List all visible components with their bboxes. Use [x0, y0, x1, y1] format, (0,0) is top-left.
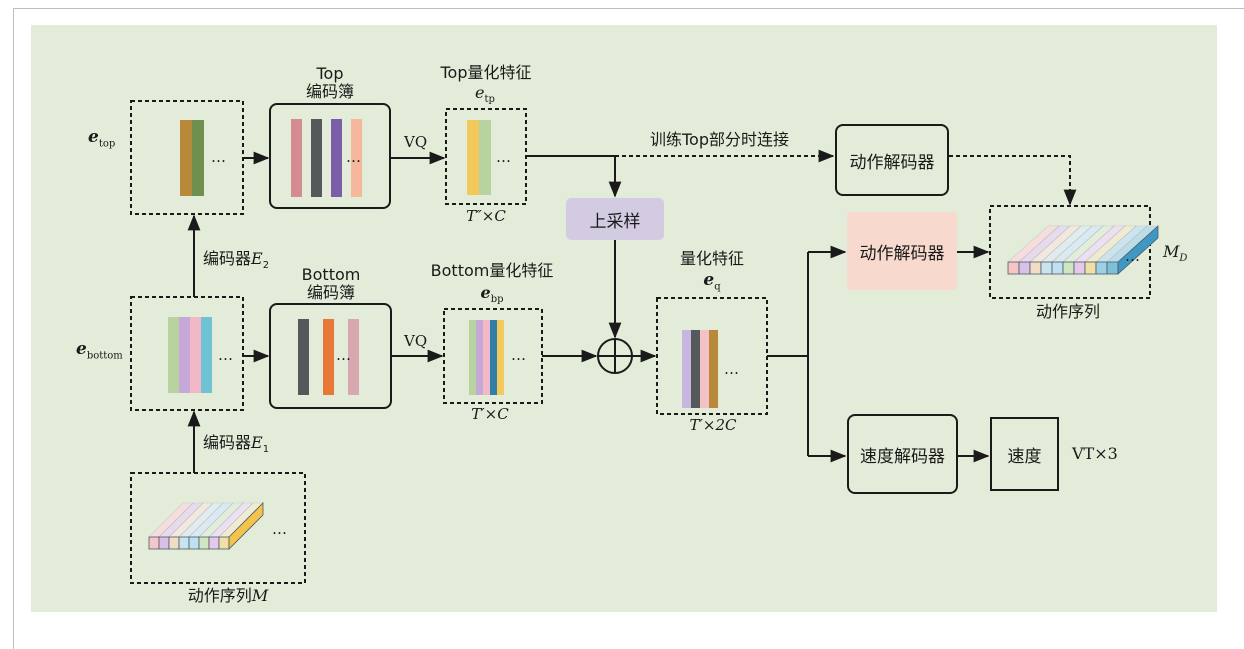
e-bp-label: ebp [481, 284, 504, 309]
e-bottom-bar-4 [201, 317, 212, 393]
top-codebook-box [270, 104, 390, 208]
speed-block: 速度 [990, 417, 1059, 491]
ellipsis-top-codebook: … [346, 148, 361, 166]
e-bp-bar-5 [497, 320, 504, 395]
e-tp-label: etp [475, 84, 495, 109]
bottom-quant-title: Bottom量化特征 [431, 262, 554, 280]
seq-output-frame-9 [1096, 262, 1107, 274]
vq-top-label: VQ [404, 133, 427, 151]
e-bottom-label: ebottom [76, 340, 123, 365]
ellipsis-e-bottom: … [218, 346, 233, 364]
ellipsis-bottom-codebook: … [336, 346, 351, 364]
arrow-top-decoder-to-seq [949, 156, 1070, 204]
md-label: MD [1163, 243, 1187, 268]
seq-output-frame-5 [1052, 262, 1063, 274]
top-codebook-title-2: 编码簿 [306, 83, 354, 101]
seq-input-frame-1 [149, 537, 159, 549]
e-top-bar-2 [192, 120, 204, 196]
seq-input-frame-3 [169, 537, 179, 549]
seq-input-frame-2 [159, 537, 169, 549]
seq-input-frame-7 [209, 537, 219, 549]
seq-output-frame-3 [1030, 262, 1041, 274]
top-codebook-bar-1 [291, 119, 302, 197]
action-decoder-top-block: 动作解码器 [835, 124, 949, 196]
vt3-label: VT×3 [1072, 445, 1118, 463]
top-codebook-title: Top [317, 65, 344, 83]
seq-output-frame-6 [1063, 262, 1074, 274]
e-bottom-bar-2 [179, 317, 190, 393]
dim-bottom-label: T′×C [471, 405, 508, 423]
e-q-bar-2 [691, 330, 700, 408]
e-tp-features [467, 120, 491, 195]
e-bottom-features [168, 317, 212, 393]
seq-output-frame-4 [1041, 262, 1052, 274]
e-q-bar-3 [700, 330, 709, 408]
dim-quant-label: T′×2C [690, 416, 737, 434]
encoder1-label: 编码器E1 [203, 434, 269, 459]
ellipsis-seq-input: … [272, 520, 287, 538]
bottom-codebook-title: Bottom [302, 266, 361, 284]
e-top-bar-1 [180, 120, 192, 196]
action-seq-input-label: 动作序列M [188, 587, 268, 605]
e-q-bar-1 [682, 330, 691, 408]
action-decoder-main-block: 动作解码器 [847, 212, 957, 290]
e-q-features [682, 330, 718, 408]
ellipsis-e-tp: … [496, 148, 511, 166]
seq-output-frame-1 [1008, 262, 1019, 274]
ellipsis-e-bp: … [511, 346, 526, 364]
e-q-bar-4 [709, 330, 718, 408]
sum-operator-icon [598, 339, 632, 373]
e-bp-bar-3 [483, 320, 490, 395]
ellipsis-e-top: … [211, 148, 226, 166]
ellipsis-e-q: … [724, 360, 739, 378]
e-bottom-bar-3 [190, 317, 201, 393]
seq-input-frame-4 [179, 537, 189, 549]
e-top-label: etop [88, 128, 115, 153]
seq-input-frame-6 [199, 537, 209, 549]
bottom-codebook-bar-2 [323, 319, 334, 395]
action-seq-output-label: 动作序列 [1036, 303, 1100, 321]
speed-decoder-block: 速度解码器 [847, 414, 958, 494]
upsample-block: 上采样 [566, 198, 664, 240]
seq-input-frame-8 [219, 537, 229, 549]
e-bp-bar-4 [490, 320, 497, 395]
top-codebook-bar-3 [331, 119, 342, 197]
seq-output-frame-10 [1107, 262, 1118, 274]
e-tp-bar-1 [467, 120, 479, 195]
dim-top-label: T″×C [466, 207, 506, 225]
e-bp-bar-2 [476, 320, 483, 395]
seq-output-frame-8 [1085, 262, 1096, 274]
e-top-features [180, 120, 204, 196]
e-tp-bar-2 [479, 120, 491, 195]
vq-bottom-label: VQ [404, 332, 427, 350]
bottom-codebook-title-2: 编码簿 [307, 284, 355, 302]
train-connect-label: 训练Top部分时连接 [650, 131, 789, 149]
e-bp-features [469, 320, 504, 395]
seq-output-frame-2 [1019, 262, 1030, 274]
bottom-codebook-bar-1 [298, 319, 309, 395]
line-etp-to-upsample [526, 156, 615, 196]
e-q-label: eq [703, 271, 720, 296]
encoder2-label: 编码器E2 [203, 250, 269, 275]
e-bp-bar-1 [469, 320, 476, 395]
top-quant-title: Top量化特征 [440, 64, 531, 82]
quant-title: 量化特征 [680, 250, 744, 268]
action-sequence-input-graphic [149, 503, 263, 549]
top-codebook-bar-2 [311, 119, 322, 197]
ellipsis-seq-output: … [1125, 247, 1140, 265]
seq-output-frame-7 [1074, 262, 1085, 274]
e-bottom-bar-1 [168, 317, 179, 393]
seq-input-frame-5 [189, 537, 199, 549]
